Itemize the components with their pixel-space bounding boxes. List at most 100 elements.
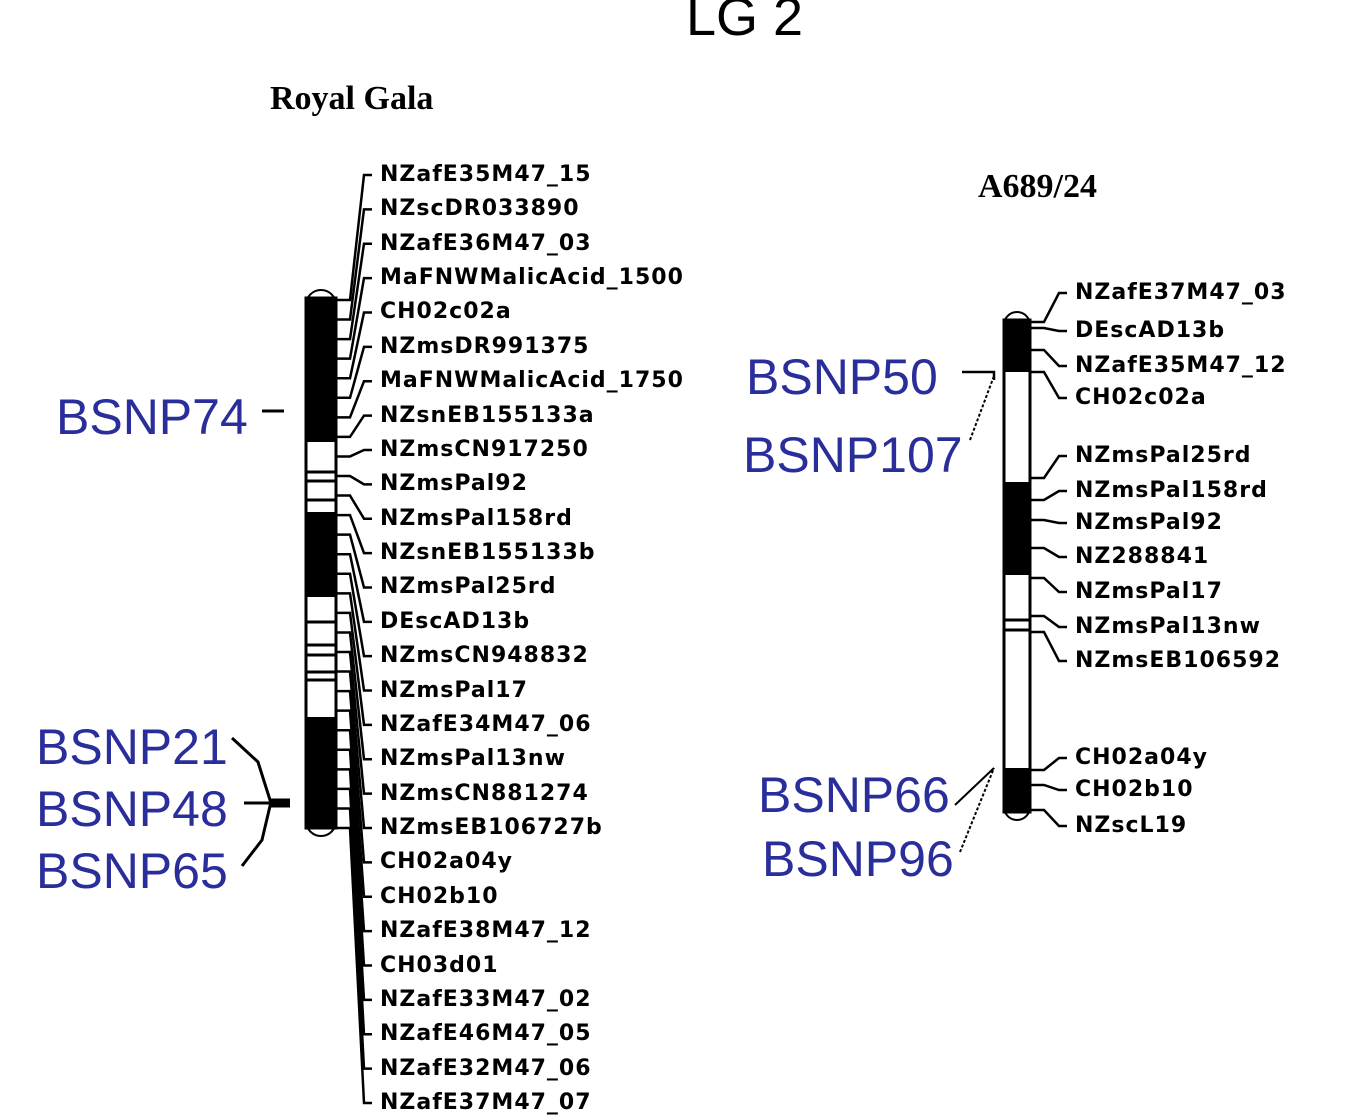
marker-connector xyxy=(336,650,372,795)
snp-label: BSNP74 xyxy=(56,389,248,445)
marker-connector xyxy=(1030,454,1067,480)
marker-connector xyxy=(336,728,372,933)
marker-label: CH02c02a xyxy=(380,299,512,325)
marker-label: NZmsCN917250 xyxy=(380,436,589,462)
marker-connector xyxy=(336,311,372,380)
snp-label: BSNP21 xyxy=(36,719,228,775)
marker-label: NZafE37M47_03 xyxy=(1075,280,1287,305)
marker-label: NZmsPal25rd xyxy=(380,574,557,600)
marker-connector xyxy=(336,494,372,520)
marker-connector xyxy=(1030,518,1067,525)
chromosome-body xyxy=(304,296,338,830)
marker-label: NZafE33M47_02 xyxy=(380,986,592,1012)
map-title-a689-24: A689/24 xyxy=(978,168,1097,205)
snp-label: BSNP65 xyxy=(36,843,228,899)
chromosome-band xyxy=(306,512,336,597)
marker-connector xyxy=(336,276,372,360)
marker-connector xyxy=(336,709,372,899)
marker-connector xyxy=(336,448,372,458)
marker-label: NZ288841 xyxy=(1075,544,1210,569)
marker-connector xyxy=(336,552,372,624)
marker-label: NZafE35M47_15 xyxy=(380,162,592,187)
snp-label: BSNP96 xyxy=(762,831,954,887)
marker-connector xyxy=(336,631,372,761)
snp-pointer xyxy=(954,767,995,806)
marker-connector xyxy=(336,173,372,302)
marker-label: NZscDR033890 xyxy=(380,196,580,222)
snp-pointer xyxy=(962,370,996,380)
snp-label: BSNP50 xyxy=(746,349,938,405)
marker-connector xyxy=(336,826,372,1105)
marker-connector xyxy=(336,787,372,1036)
marker-connector xyxy=(1030,808,1067,828)
marker-label: NZafE32M47_06 xyxy=(380,1055,592,1081)
marker-connector xyxy=(336,379,372,419)
marker-connector xyxy=(336,768,372,1002)
marker-label: NZmsEB106727b xyxy=(380,815,603,841)
marker-connector xyxy=(336,513,372,555)
chromosome-band xyxy=(306,717,336,828)
marker-connector xyxy=(336,748,372,967)
marker-label: NZmsCN948832 xyxy=(380,643,589,669)
marker-connector xyxy=(336,670,372,830)
marker-label: NZmsPal92 xyxy=(1075,510,1223,535)
chromosome-band xyxy=(306,298,336,442)
marker-connector xyxy=(336,345,372,400)
marker-connector xyxy=(1030,576,1067,594)
marker-label: CH02b10 xyxy=(380,883,499,909)
marker-label: NZafE35M47_12 xyxy=(1075,353,1287,378)
figure-title: LG 2 xyxy=(686,0,804,47)
snp-pointer xyxy=(230,736,290,802)
marker-label: CH03d01 xyxy=(380,952,499,978)
marker-connector xyxy=(1030,756,1067,772)
marker-label: CH02a04y xyxy=(1075,745,1208,770)
marker-connector xyxy=(336,208,372,321)
marker-label: MaFNWMalicAcid_1750 xyxy=(380,368,684,394)
marker-connector xyxy=(336,807,372,1070)
marker-connector xyxy=(1030,630,1067,663)
chromosome-band xyxy=(1004,768,1030,812)
marker-label: NZmsDR991375 xyxy=(380,333,590,359)
marker-label: NZscL19 xyxy=(1075,813,1188,838)
marker-connector xyxy=(1030,614,1067,629)
marker-label: CH02c02a xyxy=(1075,385,1207,410)
marker-connector xyxy=(336,611,372,727)
marker-label: NZsnEB155133b xyxy=(380,540,596,566)
marker-connector xyxy=(1030,291,1067,324)
marker-label: NZmsPal17 xyxy=(1075,579,1223,604)
marker-label: NZmsPal25rd xyxy=(1075,443,1252,468)
chromosome-band xyxy=(1004,320,1030,372)
marker-connector xyxy=(1030,783,1067,792)
marker-connector xyxy=(336,533,372,589)
marker-connector xyxy=(336,414,372,439)
marker-label: DEscAD13b xyxy=(380,608,531,634)
marker-label: NZafE36M47_03 xyxy=(380,230,592,256)
marker-label: NZafE38M47_12 xyxy=(380,918,592,944)
marker-label: NZafE37M47_07 xyxy=(380,1090,592,1115)
snp-pointer xyxy=(959,767,995,853)
marker-connector xyxy=(1030,489,1067,502)
marker-label: CH02a04y xyxy=(380,849,513,875)
marker-connector xyxy=(1030,370,1067,400)
marker-connector xyxy=(336,592,372,692)
chromosome-body xyxy=(1002,318,1032,814)
marker-label: NZmsPal13nw xyxy=(1075,614,1261,639)
marker-connector xyxy=(1030,546,1067,559)
marker-connector xyxy=(1030,326,1067,333)
marker-label: CH02b10 xyxy=(1075,777,1194,802)
marker-label: NZafE46M47_05 xyxy=(380,1021,592,1047)
snp-pointer xyxy=(240,804,290,867)
snp-label: BSNP66 xyxy=(758,767,950,823)
marker-label: NZafE34M47_06 xyxy=(380,711,592,737)
map-title-royal-gala: Royal Gala xyxy=(270,80,434,117)
marker-label: NZmsPal17 xyxy=(380,677,528,703)
marker-label: NZmsPal158rd xyxy=(380,505,573,531)
marker-label: NZmsPal158rd xyxy=(1075,478,1268,503)
marker-label: NZmsPal13nw xyxy=(380,746,566,772)
marker-connector xyxy=(336,474,372,486)
marker-label: NZmsEB106592 xyxy=(1075,648,1282,673)
marker-label: NZsnEB155133a xyxy=(380,402,595,428)
marker-connector xyxy=(336,242,372,341)
marker-connector xyxy=(336,689,372,864)
